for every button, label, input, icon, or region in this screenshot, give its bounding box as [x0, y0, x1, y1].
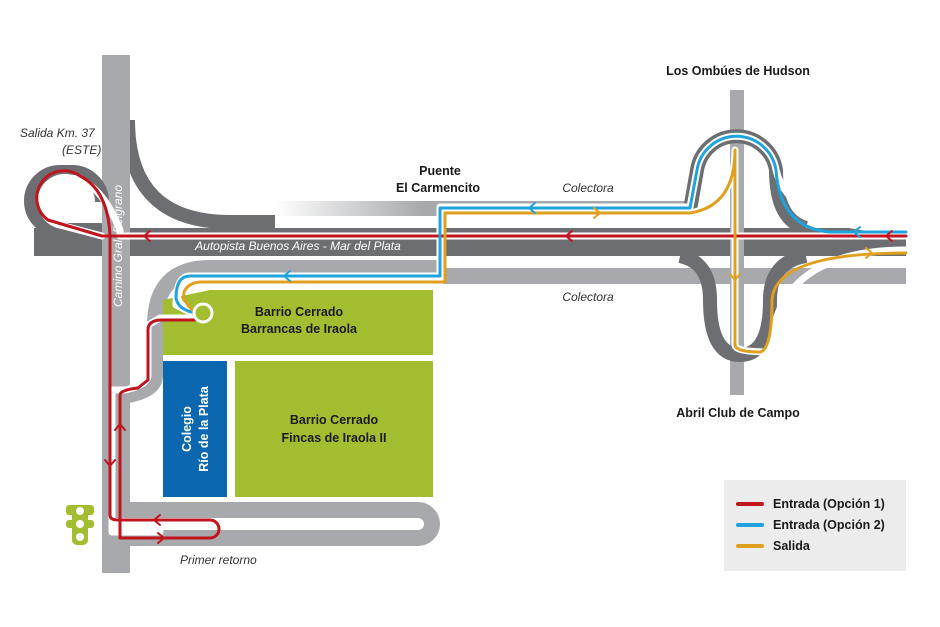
barrancas-area	[163, 290, 433, 355]
camino-label: Camino Gral. Belgrano	[111, 185, 125, 307]
traffic-light-icon	[66, 505, 94, 545]
puente-label-2: El Carmencito	[396, 181, 480, 195]
legend: Entrada (Opción 1) Entrada (Opción 2) Sa…	[724, 480, 906, 571]
arrow-red-7	[114, 423, 126, 431]
route-entrada-2	[174, 134, 908, 315]
camino-belgrano-road	[102, 55, 130, 573]
arrow-blue-1	[853, 226, 861, 238]
los-ombues-label: Los Ombúes de Hudson	[666, 64, 810, 78]
legend-item: Entrada (Opción 1)	[736, 497, 885, 511]
colectora-south-label: Colectora	[562, 290, 614, 304]
salida-km-dir-label: (ESTE)	[62, 143, 101, 157]
puente-label-1: Puente	[419, 164, 461, 178]
autopista-label: Autopista Buenos Aires - Mar del Plata	[194, 239, 401, 253]
legend-item: Entrada (Opción 2)	[736, 518, 885, 532]
primer-retorno-road	[115, 502, 440, 546]
arrow-red-5	[153, 514, 161, 526]
routes-layer	[35, 132, 910, 544]
areas-layer	[163, 290, 433, 497]
autopista-road	[34, 228, 906, 256]
legend-item: Salida	[736, 539, 811, 553]
colectora-north-label: Colectora	[562, 181, 614, 195]
arrow-red-2	[565, 230, 573, 242]
legend-label: Entrada (Opción 2)	[773, 518, 885, 532]
route-entrada-1-loop	[35, 169, 112, 517]
legend-label: Salida	[773, 539, 811, 553]
left-ne-ramp	[121, 119, 275, 229]
route-entrada-1-retorno	[108, 318, 221, 540]
arrow-orange-2	[729, 273, 741, 281]
salida-km-label: Salida Km. 37	[20, 126, 96, 140]
legend-label: Entrada (Opción 1)	[773, 497, 885, 511]
barrancas-label-2: Barrancas de Iraola	[241, 322, 358, 336]
fincas-area	[235, 361, 433, 497]
colectora-south-road	[440, 268, 906, 284]
salida-loop-road	[24, 165, 109, 237]
colegio-label-2: Río de la Plata	[197, 385, 211, 471]
arrow-red-4	[104, 459, 116, 467]
arrow-red-6	[157, 532, 165, 544]
route-salida	[182, 148, 908, 354]
arrow-orange-1	[593, 207, 601, 219]
colegio-area	[163, 361, 227, 497]
abril-label: Abril Club de Campo	[676, 406, 800, 420]
labels-layer: Salida Km. 37 (ESTE) Puente El Carmencit…	[20, 64, 810, 567]
arrow-orange-3	[865, 247, 873, 259]
arrow-blue-3	[283, 270, 291, 282]
fincas-label-2: Fincas de Iraola II	[282, 431, 387, 445]
right-south-loop	[678, 249, 808, 363]
destination-marker	[192, 302, 214, 324]
arrow-red-1	[885, 230, 893, 242]
fincas-label-1: Barrio Cerrado	[290, 413, 379, 427]
arrow-red-3	[143, 230, 151, 242]
arrow-blue-2	[528, 202, 536, 214]
barrancas-label-1: Barrio Cerrado	[255, 305, 344, 319]
colegio-label-1: Colegio	[180, 406, 194, 452]
primer-retorno-label: Primer retorno	[180, 553, 257, 567]
